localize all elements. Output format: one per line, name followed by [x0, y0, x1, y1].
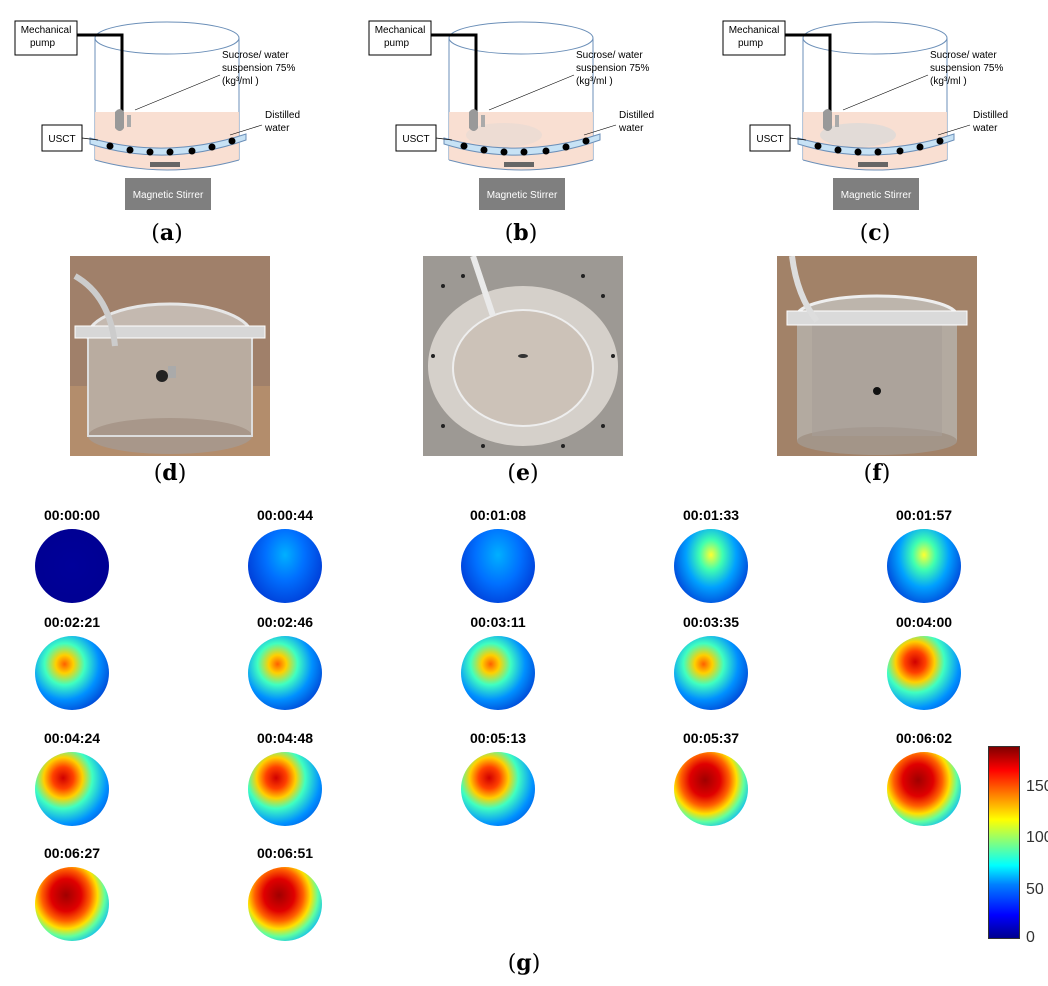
tomography-frame — [461, 752, 535, 826]
frame-time-label: 00:04:24 — [43, 730, 101, 746]
frame-time-label: 00:01:08 — [469, 507, 527, 523]
caption-g: (g) — [507, 950, 541, 976]
setup-svg: Mechanical pump USCT Magnetic Stirrer Su… — [14, 20, 300, 210]
caption-d: (d) — [153, 460, 187, 486]
setup-svg: Mechanical pump USCT Magnetic Stirrer Su… — [368, 20, 654, 210]
colorbar-tick-150: 150 — [1026, 778, 1048, 795]
setup-diagram-a: Mechanical pump USCT Magnetic Stirrer Su… — [10, 0, 310, 215]
frame-time-label: 00:02:21 — [43, 614, 101, 630]
frame-time-label: 00:05:13 — [469, 730, 527, 746]
tomography-frame — [35, 529, 109, 603]
tomography-frame — [248, 752, 322, 826]
tomography-frame — [35, 636, 109, 710]
sucrose-label-2: suspension 75% — [576, 63, 649, 74]
sucrose-label-1: Sucrose/ water — [576, 50, 643, 61]
water-label-1: Distilled — [973, 110, 1008, 121]
water-label-1: Distilled — [619, 110, 654, 121]
stirrer-label: Magnetic Stirrer — [487, 190, 558, 201]
colorbar — [988, 746, 1020, 939]
setup-diagram-c: Mechanical pump USCT Magnetic Stirrer Su… — [718, 0, 1018, 215]
pump-label: Mechanical — [729, 25, 780, 36]
tomography-frame — [461, 529, 535, 603]
tomography-frame — [887, 529, 961, 603]
colorbar-tick-50: 50 — [1026, 881, 1044, 898]
water-label-2: water — [972, 123, 998, 134]
tomography-frame — [248, 867, 322, 941]
sucrose-label-3: (kg³/ml ) — [222, 76, 259, 87]
frame-time-label: 00:04:48 — [256, 730, 314, 746]
photo-e — [423, 256, 623, 456]
frame-time-label: 00:01:33 — [682, 507, 740, 523]
sucrose-label-2: suspension 75% — [222, 63, 295, 74]
sucrose-label-2: suspension 75% — [930, 63, 1003, 74]
frame-time-label: 00:06:27 — [43, 845, 101, 861]
frame-time-label: 00:06:02 — [895, 730, 953, 746]
caption-f: (f) — [863, 460, 891, 486]
photo-d — [70, 256, 270, 456]
setup-svg: Mechanical pump USCT Magnetic Stirrer Su… — [722, 20, 1008, 210]
setup-diagram-b: Mechanical pump USCT Magnetic Stirrer Su… — [364, 0, 664, 215]
caption-e: (e) — [507, 460, 539, 486]
frame-time-label: 00:02:46 — [256, 614, 314, 630]
sucrose-label-3: (kg³/ml ) — [576, 76, 613, 87]
water-label-2: water — [264, 123, 290, 134]
water-label-1: Distilled — [265, 110, 300, 121]
caption-b: (b) — [504, 220, 538, 246]
colorbar-tick-100: 100 — [1026, 829, 1048, 846]
tomography-frame — [35, 867, 109, 941]
tomography-frame — [35, 752, 109, 826]
frame-time-label: 00:03:35 — [682, 614, 740, 630]
tomography-frame — [248, 636, 322, 710]
usct-label: USCT — [756, 134, 783, 145]
frame-time-label: 00:03:11 — [470, 614, 526, 630]
photo-f — [777, 256, 977, 456]
frame-time-label: 00:01:57 — [895, 507, 953, 523]
pump-label-2: pump — [738, 38, 763, 49]
tomography-frame — [674, 636, 748, 710]
sucrose-label-3: (kg³/ml ) — [930, 76, 967, 87]
tomography-frame — [887, 752, 961, 826]
colorbar-tick-0: 0 — [1026, 929, 1035, 946]
stirrer-label: Magnetic Stirrer — [133, 190, 204, 201]
tomography-frame — [674, 529, 748, 603]
usct-label: USCT — [48, 134, 75, 145]
tomography-frame — [461, 636, 535, 710]
pump-label-2: pump — [384, 38, 409, 49]
frame-time-label: 00:05:37 — [682, 730, 740, 746]
pump-label: Mechanical — [375, 25, 426, 36]
tomography-frame — [887, 636, 961, 710]
pump-label: Mechanical — [21, 25, 72, 36]
water-label-2: water — [618, 123, 644, 134]
sucrose-label-1: Sucrose/ water — [930, 50, 997, 61]
frame-time-label: 00:06:51 — [256, 845, 314, 861]
pump-label-2: pump — [30, 38, 55, 49]
caption-c: (c) — [859, 220, 891, 246]
frame-time-label: 00:04:00 — [895, 614, 953, 630]
sucrose-label-1: Sucrose/ water — [222, 50, 289, 61]
usct-label: USCT — [402, 134, 429, 145]
caption-a: (a) — [151, 220, 183, 246]
stirrer-label: Magnetic Stirrer — [841, 190, 912, 201]
frame-time-label: 00:00:00 — [43, 507, 101, 523]
tomography-frame — [248, 529, 322, 603]
tomography-frame — [674, 752, 748, 826]
frame-time-label: 00:00:44 — [256, 507, 314, 523]
